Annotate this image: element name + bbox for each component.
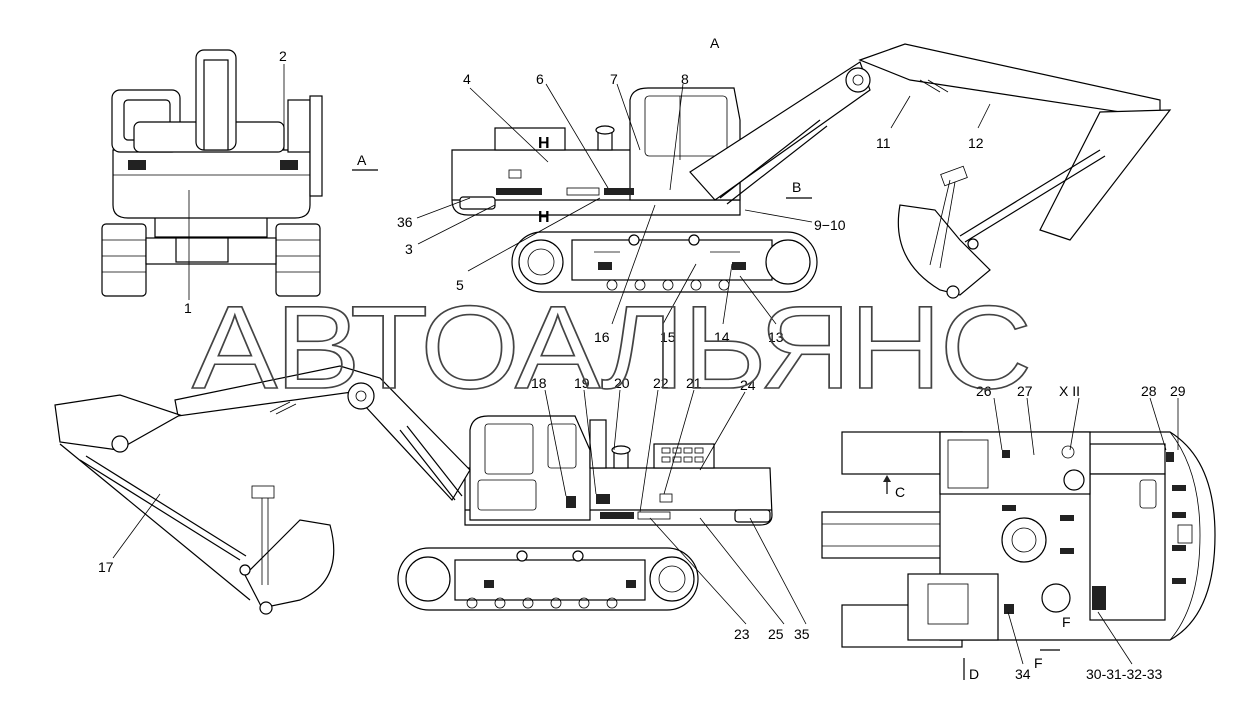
callout-24: 24 [740, 377, 756, 393]
callout-35: 35 [794, 626, 810, 642]
callout-2: 2 [279, 48, 287, 64]
callout-25: 25 [768, 626, 784, 642]
view-label-d: D [969, 666, 979, 682]
callout-27: 27 [1017, 383, 1033, 399]
top-view: C D F F 26 27 X II 28 29 34 30-31-32-33 [821, 383, 1216, 682]
callout-7: 7 [610, 71, 618, 87]
callout-34: 34 [1015, 666, 1031, 682]
callout-8: 8 [681, 71, 689, 87]
callout-15: 15 [660, 329, 676, 345]
callout-19: 19 [574, 375, 590, 391]
callout-30-33: 30-31-32-33 [1086, 666, 1162, 682]
callout-12: 12 [968, 135, 984, 151]
callout-13: 13 [768, 329, 784, 345]
right-side-view: H H A B [397, 35, 1172, 345]
callout-28: 28 [1141, 383, 1157, 399]
callout-26: 26 [976, 383, 992, 399]
callout-9-10: 9−10 [814, 217, 846, 233]
view-label-h-lower: H [538, 209, 550, 226]
view-label-h-upper: H [538, 135, 550, 152]
watermark-text: АВТОАЛЬЯНС [192, 282, 1030, 414]
view-label-a-front: A [357, 152, 367, 168]
view-label-a-top: A [710, 35, 720, 51]
callout-22: 22 [653, 375, 669, 391]
view-label-xii: X II [1059, 383, 1080, 399]
callout-29: 29 [1170, 383, 1186, 399]
callout-21: 21 [686, 375, 702, 391]
callout-16: 16 [594, 329, 610, 345]
callout-20: 20 [614, 375, 630, 391]
callout-36: 36 [397, 214, 413, 230]
left-side-view: 17 18 19 20 22 21 24 23 25 35 [54, 365, 810, 642]
callout-14: 14 [714, 329, 730, 345]
callout-17: 17 [98, 559, 114, 575]
view-label-f-top: F [1062, 614, 1071, 630]
view-label-c: C [895, 484, 905, 500]
callout-11: 11 [876, 135, 891, 151]
view-label-b: B [792, 179, 801, 195]
callout-3: 3 [405, 241, 413, 257]
callout-23: 23 [734, 626, 750, 642]
callout-4: 4 [463, 71, 471, 87]
callout-5: 5 [456, 277, 464, 293]
front-view: 1 2 A [101, 48, 378, 316]
view-label-f-bottom: F [1034, 655, 1043, 671]
callout-1: 1 [184, 300, 192, 316]
callout-6: 6 [536, 71, 544, 87]
callout-18: 18 [531, 375, 547, 391]
